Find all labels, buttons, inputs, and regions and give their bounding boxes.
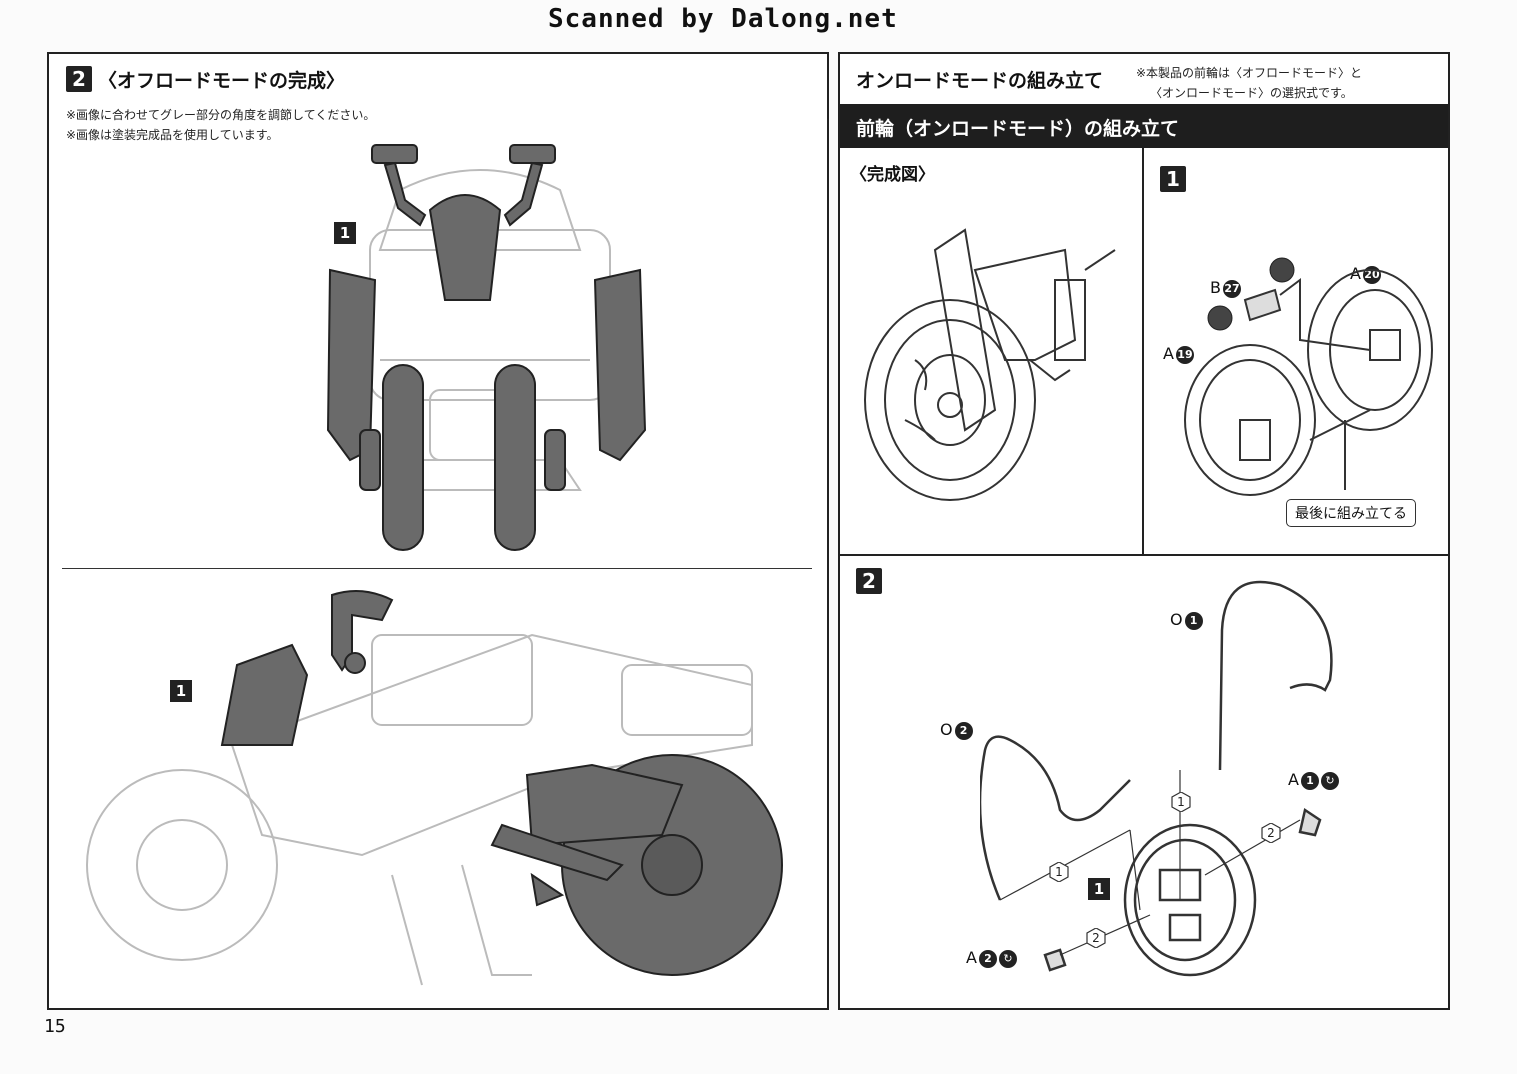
left-note-1: ※画像に合わせてグレー部分の角度を調節してください。 <box>66 108 376 122</box>
page-number: 15 <box>44 1016 66 1037</box>
complete-view-label: 〈完成図〉 <box>850 165 935 185</box>
rotate-icon: ↻ <box>1320 771 1339 790</box>
right-side-note-2: 〈オンロードモード〉の選択式です。 <box>1150 86 1353 100</box>
part-o1-num: 1 <box>1184 611 1203 630</box>
part-a19-num: 19 <box>1175 345 1194 364</box>
order-hex-a2: 2 <box>1086 928 1106 948</box>
section-title-text: 前輪（オンロードモード）の組み立て <box>856 118 1180 140</box>
section-title-bar <box>840 104 1448 148</box>
order-hex-o2-num: 1 <box>1055 865 1063 879</box>
step1-callout: 最後に組み立てる <box>1286 499 1416 527</box>
part-a2-letter: A <box>966 948 977 967</box>
left-step-number: 2 <box>66 66 92 92</box>
part-a19-letter: A <box>1163 344 1174 363</box>
order-hex-a2-num: 2 <box>1092 931 1100 945</box>
scan-header: Scanned by Dalong.net <box>548 4 898 34</box>
step1-number: 1 <box>1160 166 1186 192</box>
order-hex-o2: 1 <box>1049 862 1069 882</box>
part-a1-num: 1 <box>1300 771 1319 790</box>
order-hex-o1: 1 <box>1171 792 1191 812</box>
order-hex-o1-num: 1 <box>1177 795 1185 809</box>
part-b27-letter: B <box>1210 278 1221 297</box>
left-bottom-marker: 1 <box>170 680 192 702</box>
part-o2-num: 2 <box>954 721 973 740</box>
onroad-complete-illustration <box>864 228 1116 501</box>
step2-marker: 1 <box>1088 878 1110 900</box>
part-b27-num: 27 <box>1222 279 1241 298</box>
part-o1-letter: O <box>1170 610 1183 629</box>
left-divider <box>62 568 812 569</box>
offroad-side-view-illustration <box>86 590 783 986</box>
right-panel-title: オンロードモードの組み立て <box>856 70 1104 92</box>
left-panel-title: 〈オフロードモードの完成〉 <box>98 70 346 92</box>
step2-illustration <box>980 580 1333 977</box>
part-a1-letter: A <box>1288 770 1299 789</box>
part-a20-letter: A <box>1350 264 1361 283</box>
left-top-marker: 1 <box>334 222 356 244</box>
right-side-note-1: ※本製品の前輪は〈オフロードモード〉と <box>1136 66 1363 80</box>
rotate-icon: ↻ <box>998 949 1017 968</box>
order-hex-a1: 2 <box>1261 823 1281 843</box>
step2-number: 2 <box>856 568 882 594</box>
step1-illustration <box>1184 257 1433 496</box>
left-note-2: ※画像は塗装完成品を使用しています。 <box>66 128 279 142</box>
offroad-front-view-illustration <box>326 144 647 551</box>
part-a2-num: 2 <box>978 949 997 968</box>
part-o2-letter: O <box>940 720 953 739</box>
right-top-divider <box>1142 148 1144 554</box>
order-hex-a1-num: 2 <box>1267 826 1275 840</box>
